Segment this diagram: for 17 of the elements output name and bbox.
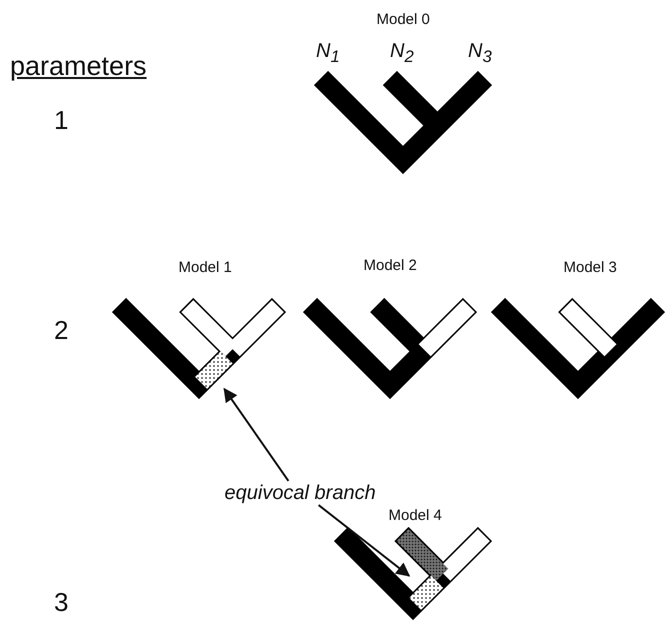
parameter-count: 1: [54, 106, 68, 135]
taxon-label: N$_{3}$: [468, 40, 492, 66]
model-label: Model 4: [388, 508, 442, 524]
parameter-count: 2: [54, 316, 68, 345]
model-label: Model 2: [364, 258, 417, 274]
axis-title: parameters: [10, 52, 147, 82]
leader-arrow: [224, 388, 290, 482]
annotation-text: equivocal branch: [224, 482, 376, 504]
leader-arrow: [318, 504, 410, 577]
model-label: Model 3: [564, 260, 617, 276]
model-label: Model 1: [178, 260, 232, 276]
parameter-count: 3: [54, 588, 68, 617]
dotted-branch: [409, 576, 444, 610]
taxon-label: N$_{1}$: [316, 40, 340, 66]
model-label: Model 0: [376, 12, 430, 28]
taxon-label: N$_{2}$: [390, 40, 414, 66]
dotted-branch: [195, 351, 233, 389]
